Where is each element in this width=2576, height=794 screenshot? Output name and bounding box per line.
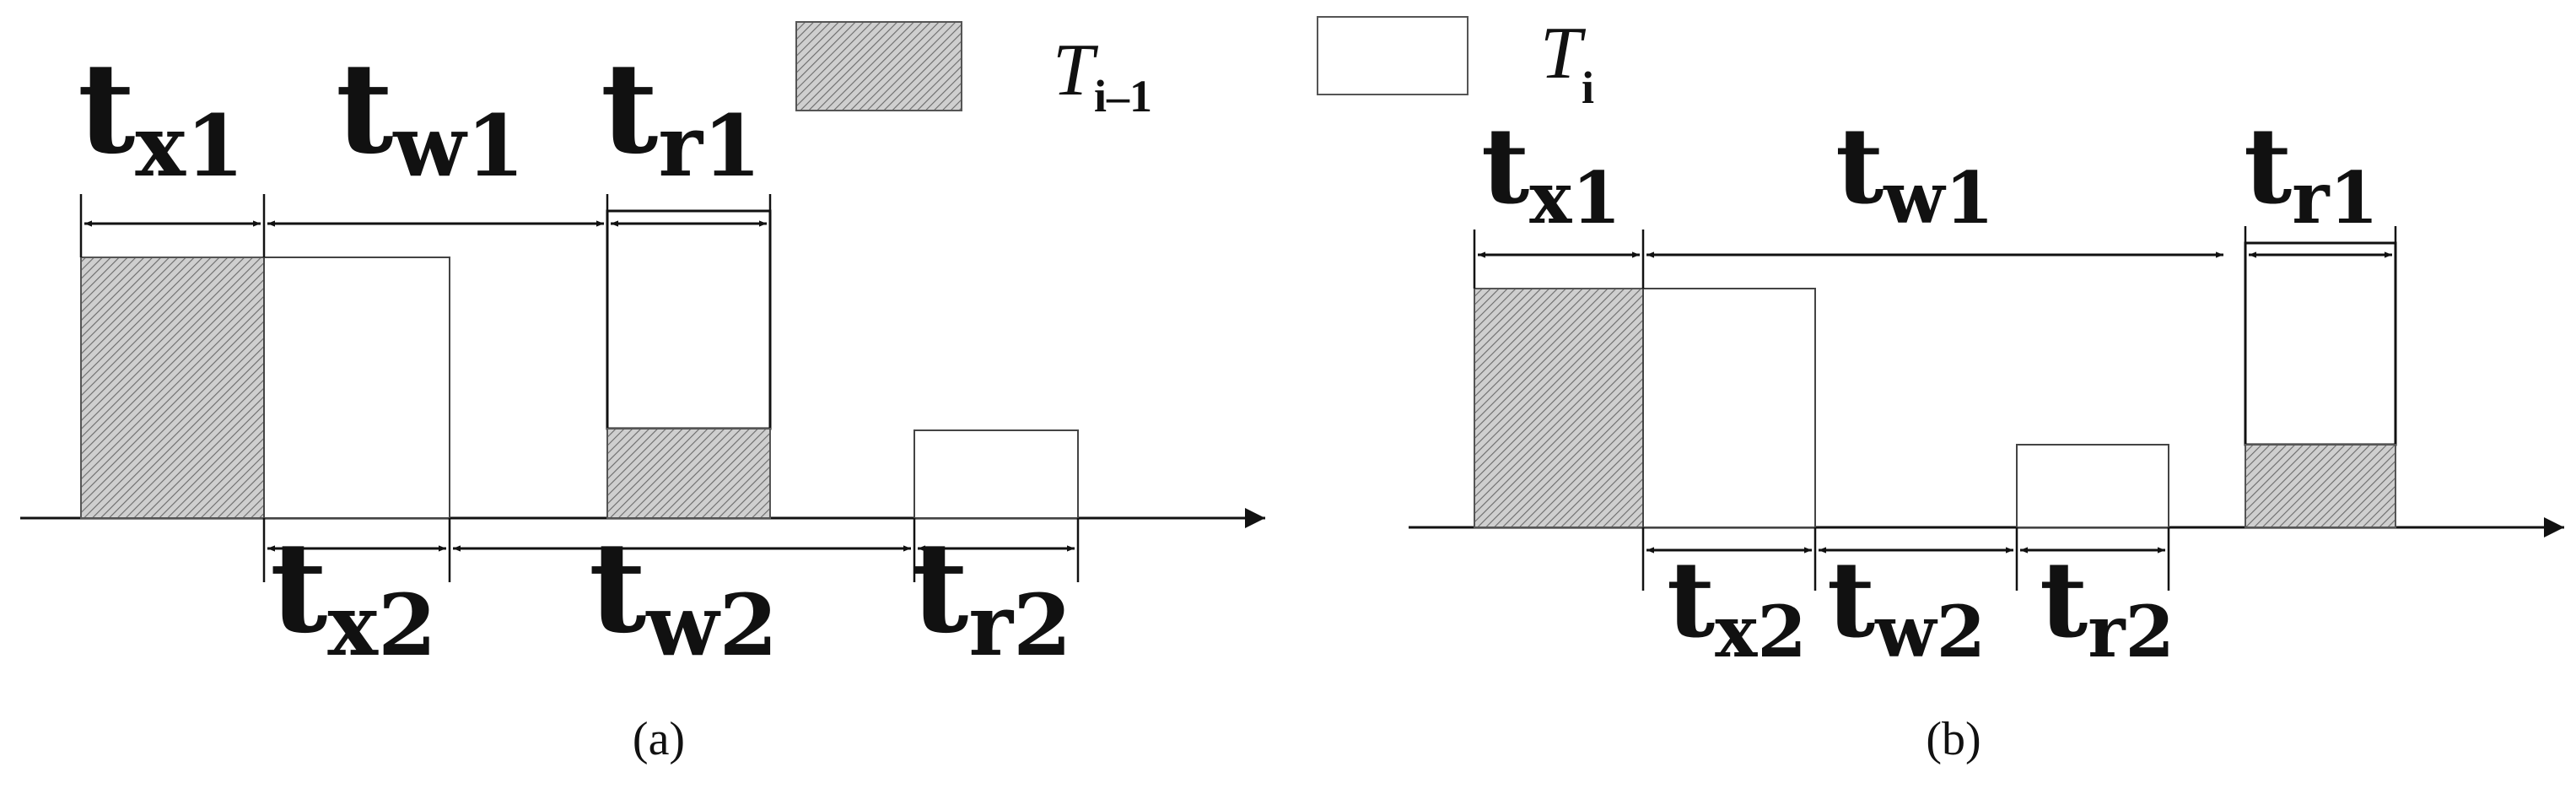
legend-label-prev: Ti–1	[1053, 30, 1152, 122]
ticks-top	[1473, 226, 2397, 289]
ticks-bottom	[262, 518, 1080, 582]
block-prev-x1	[80, 257, 265, 519]
caption-b: (b)	[1926, 713, 1981, 765]
label-tx1: tx1	[1481, 105, 1621, 240]
block-curr-r1	[2244, 241, 2397, 446]
block-curr-x2	[263, 257, 450, 519]
caption-a: (a)	[633, 713, 685, 765]
block-prev-x1	[1474, 288, 1644, 528]
label-tr1: tr1	[2244, 105, 2379, 240]
block-curr-x2	[1642, 288, 1816, 528]
legend: Ti–1 Ti	[795, 13, 1594, 122]
legend-swatch-prev	[795, 21, 962, 111]
label-tw2: tw2	[589, 514, 778, 675]
label-tw1: tw1	[1835, 105, 1994, 240]
label-tx1: tx1	[78, 35, 245, 196]
ticks-bottom	[1641, 527, 2170, 591]
panel-b: tx1 tw1 tr1 tx2 tw2 tr2 (b)	[1409, 105, 2564, 765]
legend-label-curr: Ti	[1540, 13, 1594, 113]
ticks-top	[79, 194, 772, 257]
panel-a: tx1 tw1 tr1 tx2 tw2 tr2 (a)	[20, 35, 1265, 765]
block-curr-r2	[2016, 444, 2169, 528]
label-tr1: tr1	[601, 35, 762, 196]
label-tr2: tr2	[2040, 539, 2175, 673]
block-curr-r1	[606, 209, 772, 430]
label-tw1: tw1	[336, 35, 525, 196]
label-tr2: tr2	[911, 514, 1072, 675]
label-tw2: tw2	[1827, 539, 1986, 673]
block-prev-r1	[2245, 444, 2396, 528]
label-tx2: tx2	[1667, 539, 1807, 673]
block-curr-r2	[913, 429, 1079, 519]
block-prev-r1	[606, 428, 771, 519]
label-tx2: tx2	[270, 514, 437, 675]
legend-swatch-curr	[1317, 16, 1469, 95]
